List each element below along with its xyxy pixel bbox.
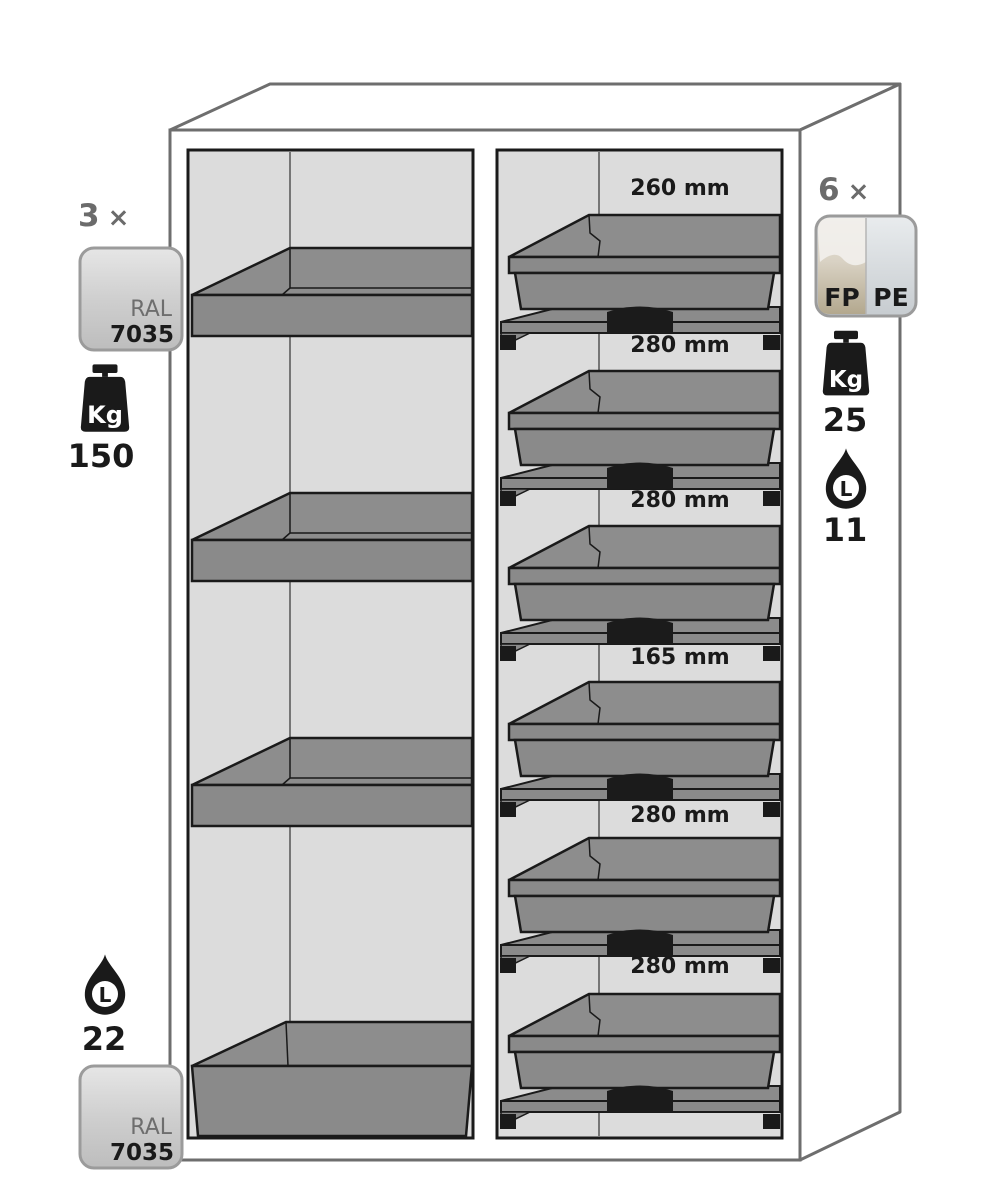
tray-basin <box>513 582 776 622</box>
shelves <box>190 246 474 828</box>
rail-bracket <box>763 646 780 661</box>
bottom-sump-fold <box>285 1021 289 1067</box>
shelf-front <box>190 538 474 583</box>
rail-bracket <box>763 1114 780 1129</box>
tray-handle[interactable] <box>607 617 673 645</box>
tray-height-label: 280 mm <box>630 488 729 513</box>
tray-basin <box>513 1050 776 1090</box>
drop-icon-unit: L <box>99 983 112 1007</box>
pull-out-trays: 260 mm 280 mm 280 mm 165 mm 280 mm 280 mm <box>500 176 782 1129</box>
tray-corner-fold <box>588 214 601 258</box>
ral-badge-code: 7035 <box>110 322 174 348</box>
material-fp-label: FP <box>824 283 859 312</box>
shelf-load-value: 150 <box>68 437 135 475</box>
rail-bracket <box>500 1114 516 1129</box>
tray-lip <box>507 255 782 275</box>
bottom-sump <box>190 1020 474 1138</box>
drop-icon: L <box>825 448 867 509</box>
shelf-front <box>190 293 474 338</box>
left-compartment <box>186 148 475 1140</box>
cabinet-top <box>168 82 902 132</box>
tray-handle[interactable] <box>607 929 673 957</box>
tray-volume-value: 11 <box>823 511 868 549</box>
tray-handle[interactable] <box>607 1085 673 1113</box>
tray-corner-fold <box>588 370 601 414</box>
tray-basin <box>513 894 776 934</box>
tray-load-value: 25 <box>823 401 868 439</box>
tray-height-label: 280 mm <box>630 803 729 828</box>
rail-bracket <box>763 335 780 350</box>
ral-badge-shelves: RAL 7035 <box>78 246 184 352</box>
tray-corner-fold <box>588 525 601 569</box>
tray-lip <box>507 878 782 898</box>
tray-count: 6× <box>818 172 869 208</box>
tray-lip <box>507 1034 782 1054</box>
shelf <box>190 246 474 338</box>
shelf-front <box>190 783 474 828</box>
fp-texture-highlight <box>818 218 866 266</box>
rail-bracket <box>763 491 780 506</box>
tray-handle[interactable] <box>607 306 673 334</box>
tray-height-label: 280 mm <box>630 954 729 979</box>
tray-corner-fold <box>588 993 601 1037</box>
tray-unit: 260 mm <box>500 176 782 350</box>
rail-bracket <box>500 958 516 973</box>
tray-basin <box>513 427 776 467</box>
ral-badge-sump: RAL 7035 <box>78 1064 184 1170</box>
tray-lip <box>507 566 782 586</box>
weight-icon: Kg <box>80 364 130 432</box>
material-badge: FP PE <box>814 214 918 318</box>
rail-bracket <box>763 958 780 973</box>
tray-unit: 165 mm <box>500 645 782 817</box>
tray-height-label: 165 mm <box>630 645 729 670</box>
weight-icon: Kg <box>822 330 870 396</box>
tray-unit: 280 mm <box>500 954 782 1129</box>
tray-handle[interactable] <box>607 773 673 801</box>
ral-badge-label: RAL <box>130 1115 172 1140</box>
tray-basin <box>513 738 776 778</box>
rail-bracket <box>500 335 516 350</box>
right-annotations: 6× FP PE Kg 25 L 11 <box>814 172 918 549</box>
tray-height-label: 280 mm <box>630 333 729 358</box>
tray-lip <box>507 722 782 742</box>
tray-unit: 280 mm <box>500 803 782 973</box>
ral-badge-code: 7035 <box>110 1140 174 1166</box>
shelf <box>190 491 474 583</box>
bottom-sump-front <box>190 1064 474 1138</box>
sump-volume-value: 22 <box>82 1020 127 1058</box>
left-annotations: 3× RAL 7035 Kg 150 L 22 RAL 7035 <box>68 198 184 1170</box>
rail-bracket <box>500 646 516 661</box>
shelf-count: 3× <box>78 198 129 234</box>
rail-bracket <box>763 802 780 817</box>
tray-unit: 280 mm <box>500 488 782 661</box>
tray-handle[interactable] <box>607 462 673 490</box>
tray-corner-fold <box>588 837 601 881</box>
tray-basin <box>513 271 776 311</box>
right-compartment: 260 mm 280 mm 280 mm 165 mm 280 mm 280 mm <box>495 148 784 1140</box>
ral-badge-label: RAL <box>130 297 172 322</box>
tray-unit: 280 mm <box>500 333 782 506</box>
shelf <box>190 736 474 828</box>
tray-lip <box>507 411 782 431</box>
rail-bracket <box>500 491 516 506</box>
weight-icon-unit: Kg <box>829 367 863 393</box>
drop-icon-unit: L <box>840 477 853 501</box>
rail-bracket <box>500 802 516 817</box>
drop-icon: L <box>84 954 126 1015</box>
weight-icon-unit: Kg <box>87 401 123 429</box>
tray-height-label: 260 mm <box>630 176 729 201</box>
tray-corner-fold <box>588 681 601 725</box>
material-pe-label: PE <box>873 283 908 312</box>
